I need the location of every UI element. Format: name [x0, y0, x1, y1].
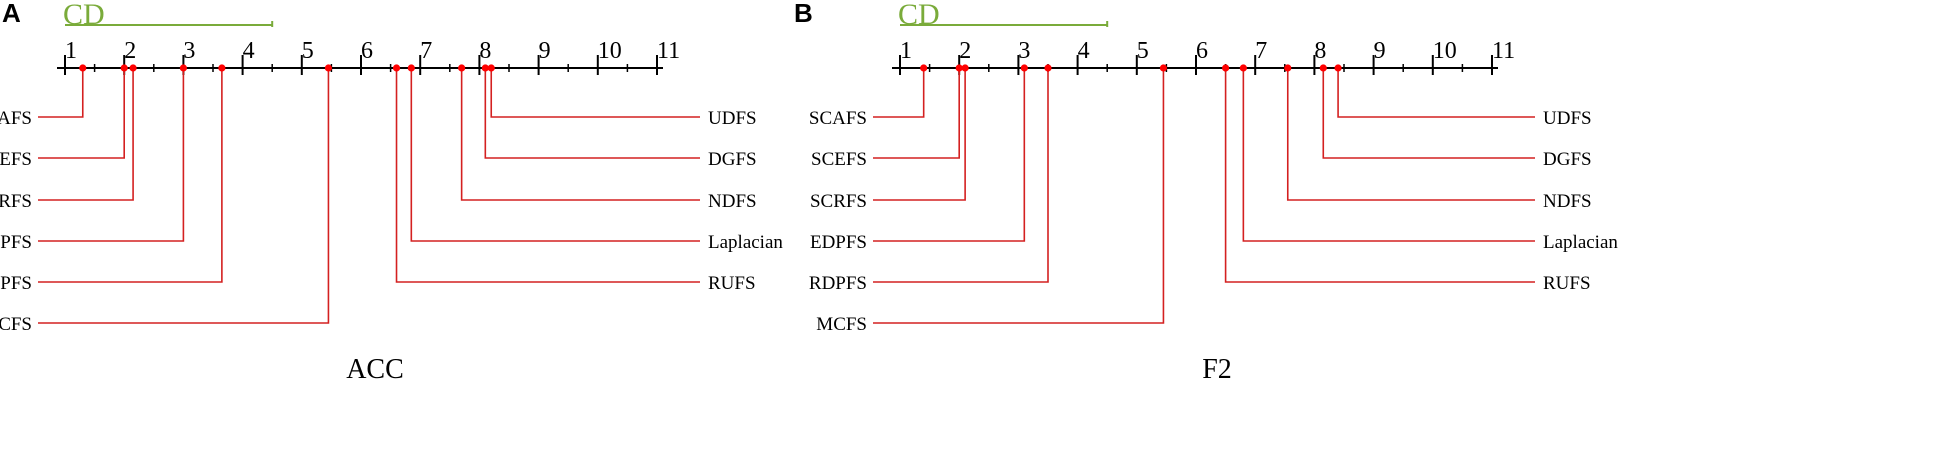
- method-connector: [484, 68, 700, 159]
- axis-tick-label: 11: [657, 38, 680, 64]
- rank-marker: [324, 64, 333, 72]
- rank-marker: [179, 64, 187, 72]
- rank-marker: [218, 64, 226, 72]
- axis-tick-label: 2: [959, 38, 971, 64]
- axis-tick-label: 1: [900, 38, 912, 64]
- method-label: EDPFS: [810, 232, 867, 253]
- method-connector: [1224, 68, 1535, 283]
- method-label: SCRFS: [0, 191, 32, 212]
- axis-tick-label: 3: [183, 38, 195, 64]
- rank-marker: [1284, 64, 1292, 72]
- axis-tick-label: 4: [1078, 38, 1090, 64]
- axis-tick-label: 9: [539, 38, 551, 64]
- rank-marker: [1239, 64, 1247, 72]
- axis-tick-label: 7: [420, 38, 432, 64]
- method-connector: [38, 68, 125, 159]
- method-connector: [410, 68, 700, 242]
- rank-marker: [955, 64, 963, 72]
- rank-marker: [961, 64, 969, 72]
- panel-letter: A: [2, 0, 21, 28]
- axis-tick-label: 7: [1255, 38, 1267, 64]
- rank-marker: [1222, 64, 1230, 72]
- method-connector: [873, 68, 1165, 324]
- method-connector: [460, 68, 700, 201]
- axis-tick-label: 2: [124, 38, 136, 64]
- method-label: RDPFS: [809, 273, 867, 294]
- axis-tick-label: 10: [598, 38, 622, 64]
- method-connector: [1322, 68, 1535, 159]
- method-label: NDFS: [708, 191, 757, 212]
- method-label: UDFS: [1543, 108, 1592, 129]
- rank-marker: [1044, 64, 1052, 72]
- rank-marker: [1159, 64, 1168, 72]
- method-label: NDFS: [1543, 191, 1592, 212]
- rank-marker: [1020, 64, 1028, 72]
- method-connector: [873, 68, 961, 159]
- rank-marker: [120, 64, 128, 72]
- panel-letter: B: [794, 0, 813, 28]
- method-label: RUFS: [708, 273, 756, 294]
- metric-title: ACC: [346, 354, 404, 385]
- method-connector: [873, 68, 925, 118]
- axis-tick-label: 8: [479, 38, 491, 64]
- method-connector: [38, 68, 223, 283]
- axis-tick-label: 11: [1492, 38, 1515, 64]
- rank-marker: [920, 64, 928, 72]
- axis-tick-label: 9: [1374, 38, 1386, 64]
- rank-marker: [481, 64, 489, 72]
- method-label: EDPFS: [0, 232, 32, 253]
- axis-tick-label: 6: [361, 38, 373, 64]
- rank-marker: [79, 64, 87, 72]
- method-connector: [1337, 68, 1535, 118]
- method-label: Laplacian: [708, 232, 783, 253]
- method-connector: [873, 68, 1026, 242]
- axis-tick-label: 6: [1196, 38, 1208, 64]
- method-label: SCEFS: [0, 149, 32, 170]
- method-connector: [873, 68, 966, 201]
- cd-label: CD: [898, 0, 940, 31]
- axis-tick-label: 5: [302, 38, 314, 64]
- method-connector: [1286, 68, 1535, 201]
- method-label: SCRFS: [810, 191, 867, 212]
- rank-marker: [1334, 64, 1342, 72]
- rank-marker: [487, 64, 495, 72]
- rank-marker: [407, 64, 415, 72]
- method-connector: [1242, 68, 1535, 242]
- axis-tick-label: 5: [1137, 38, 1149, 64]
- method-connector: [395, 68, 700, 283]
- metric-title: F2: [1202, 354, 1232, 385]
- method-connector: [490, 68, 700, 118]
- method-label: RDPFS: [0, 273, 32, 294]
- method-label: MCFS: [0, 314, 32, 335]
- method-label: MCFS: [816, 314, 867, 335]
- method-label: RUFS: [1543, 273, 1591, 294]
- method-connector: [873, 68, 1049, 283]
- method-connector: [38, 68, 330, 324]
- rank-marker: [458, 64, 466, 72]
- method-label: SCAFS: [0, 108, 32, 129]
- rank-marker: [392, 64, 401, 72]
- axis-tick-label: 4: [243, 38, 255, 64]
- axis-tick-label: 1: [65, 38, 77, 64]
- axis-tick-label: 8: [1314, 38, 1326, 64]
- method-label: SCAFS: [809, 108, 867, 129]
- method-label: SCEFS: [811, 149, 867, 170]
- rank-marker: [129, 64, 137, 72]
- method-label: Laplacian: [1543, 232, 1618, 253]
- method-label: UDFS: [708, 108, 757, 129]
- axis-tick-label: 10: [1433, 38, 1457, 64]
- method-connector: [38, 68, 134, 201]
- method-connector: [38, 68, 185, 242]
- method-connector: [38, 68, 84, 118]
- axis-tick-label: 3: [1018, 38, 1030, 64]
- method-label: DGFS: [1543, 149, 1592, 170]
- cd-label: CD: [63, 0, 105, 31]
- method-label: DGFS: [708, 149, 757, 170]
- rank-marker: [1319, 64, 1327, 72]
